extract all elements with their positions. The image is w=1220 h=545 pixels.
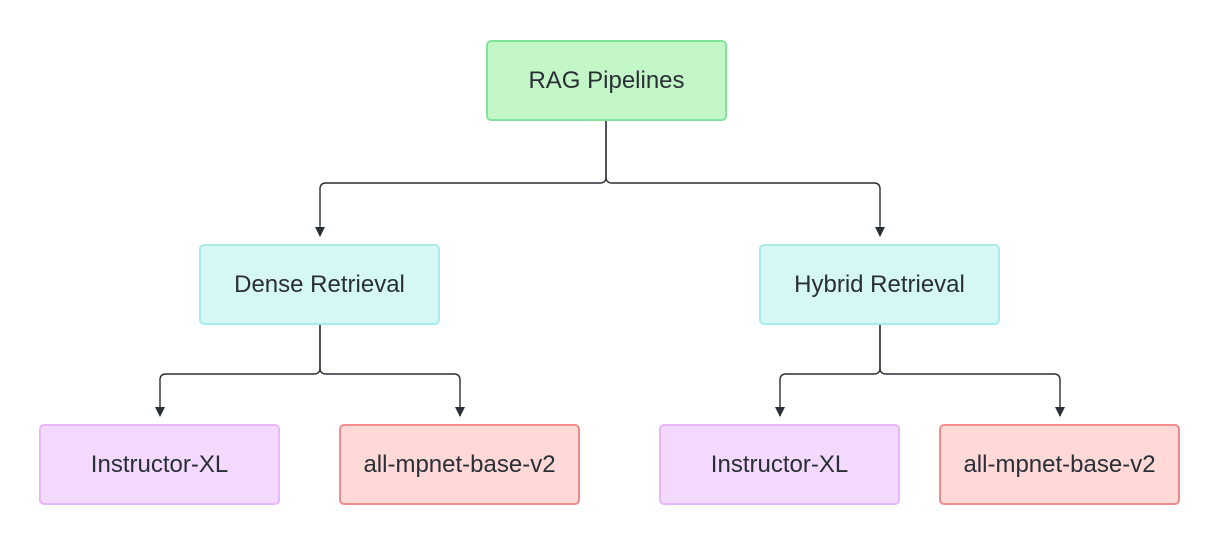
node-dense-instructor-xl: Instructor-XL [39, 424, 280, 505]
root-node-rag-pipelines: RAG Pipelines [486, 40, 727, 121]
node-hybrid-retrieval: Hybrid Retrieval [759, 244, 1000, 325]
connector-hybrid-to-all-mpnet-base-v2 [879, 325, 1065, 417]
connector-dense-to-all-mpnet-base-v2 [319, 325, 465, 417]
connector-root-to-dense-retrieval [315, 121, 607, 237]
connector-dense-to-instructor-xl [155, 325, 321, 417]
node-dense-retrieval: Dense Retrieval [199, 244, 440, 325]
node-dense-all-mpnet-base-v2: all-mpnet-base-v2 [339, 424, 580, 505]
node-hybrid-all-mpnet-base-v2: all-mpnet-base-v2 [939, 424, 1180, 505]
connector-root-to-hybrid-retrieval [605, 121, 885, 237]
connector-hybrid-to-instructor-xl [775, 325, 881, 417]
node-hybrid-instructor-xl: Instructor-XL [659, 424, 900, 505]
